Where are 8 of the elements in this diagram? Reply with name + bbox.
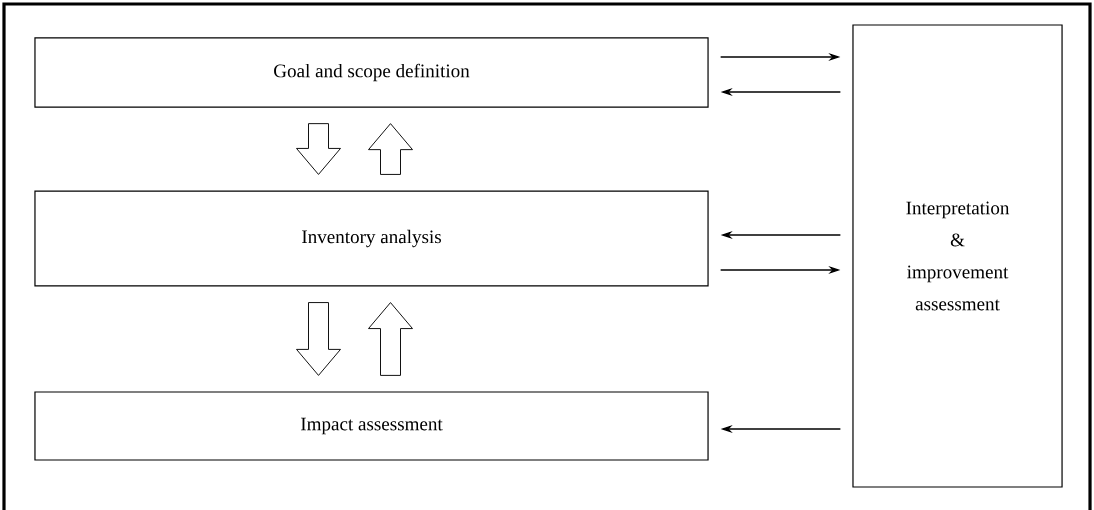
process-box: Impact assessment [34, 391, 709, 461]
block-arrow [296, 302, 341, 376]
block-arrow [296, 123, 341, 175]
block-arrow [368, 123, 413, 175]
process-box: Inventory analysis [34, 190, 709, 287]
process-box: Goal and scope definition [34, 37, 709, 108]
side-box: Interpretation & improvement assessment [852, 24, 1063, 488]
block-arrow [368, 302, 413, 376]
